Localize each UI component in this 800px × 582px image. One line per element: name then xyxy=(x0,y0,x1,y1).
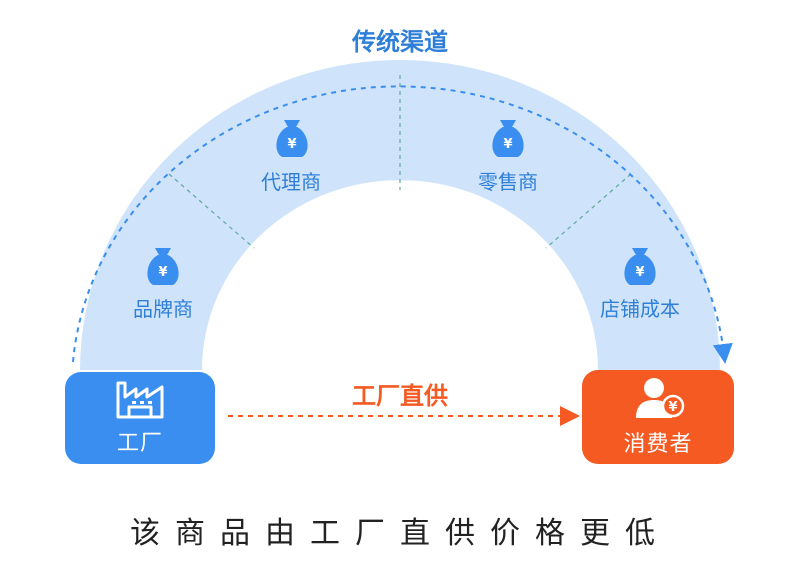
arc-segment-store-cost: 店铺成本 xyxy=(600,248,680,321)
arc-segment-brand: 品牌商 xyxy=(133,248,193,321)
arc-segment-agent: 代理商 xyxy=(261,120,321,194)
traditional-channel-arrow xyxy=(72,85,733,364)
arc-dividers xyxy=(168,75,632,249)
traditional-channel-label: 传统渠道 xyxy=(351,28,448,56)
consumer-box: ¥ 消费者 xyxy=(582,370,734,464)
factory-label: 工厂 xyxy=(116,431,163,456)
direct-supply-label: 工厂直供 xyxy=(352,382,448,410)
factory-icon xyxy=(116,381,164,419)
segment-label: 零售商 xyxy=(478,170,538,194)
consumer-label: 消费者 xyxy=(623,432,693,457)
consumer-yen-icon: ¥ xyxy=(636,378,685,418)
svg-text:¥: ¥ xyxy=(668,400,677,415)
segment-label: 代理商 xyxy=(261,170,321,194)
arc-band xyxy=(80,60,720,370)
segment-label: 品牌商 xyxy=(133,297,193,321)
arc-segment-retailer: 零售商 xyxy=(478,120,538,194)
caption: 该商品由工厂直供价格更低 xyxy=(130,516,670,551)
factory-box: 工厂 xyxy=(65,372,215,464)
segment-label: 店铺成本 xyxy=(600,297,680,321)
